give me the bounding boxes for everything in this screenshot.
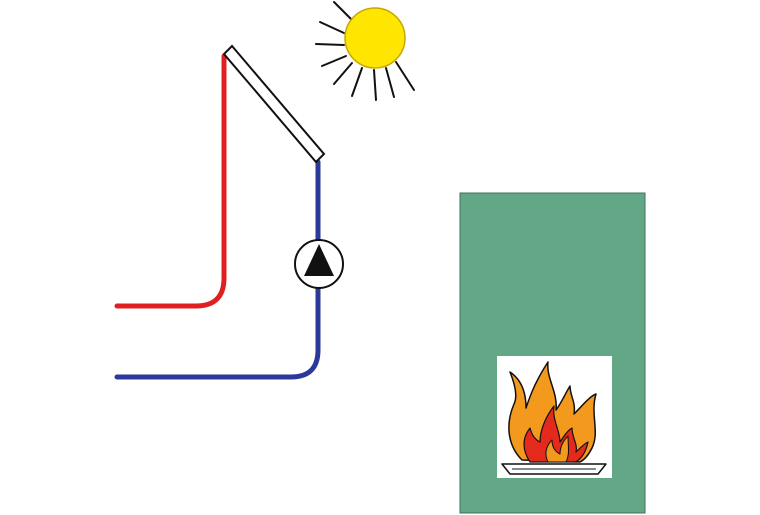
pump-direction-triangle: [304, 244, 334, 276]
flame-icon: [508, 361, 597, 463]
sun-icon: [315, 1, 415, 101]
cold-pipe: [114, 159, 321, 380]
circulation-pump-icon: [294, 239, 344, 289]
flame-inner: [523, 405, 589, 463]
boiler-icon: [459, 192, 646, 514]
sun-rays: [315, 1, 415, 101]
flame-core: [545, 435, 569, 463]
sun-disc: [344, 7, 406, 69]
solar-collector-icon: [222, 44, 326, 164]
hot-pipe: [114, 53, 227, 309]
